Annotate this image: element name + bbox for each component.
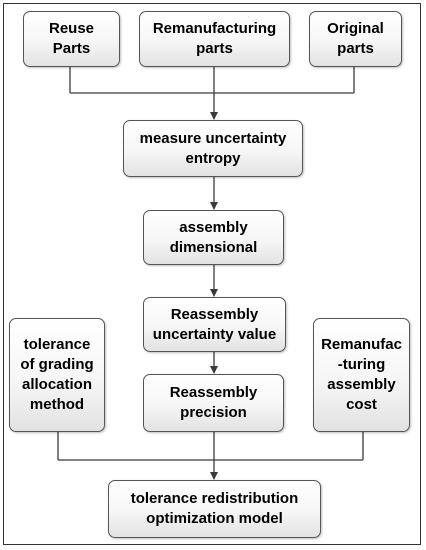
- tolerance-grading-line-2: of grading: [20, 356, 94, 373]
- reassembly-precision-line-1: Reassembly: [169, 384, 258, 401]
- optimization-model-line-1: tolerance redistribution: [130, 490, 299, 507]
- assembly-dimensional-box: assembly dimensional: [143, 210, 284, 265]
- tolerance-grading-line-1: tolerance: [23, 336, 91, 353]
- optimization-model-box: tolerance redistribution optimization mo…: [108, 480, 321, 538]
- remanufacturing-cost-line-3: assembly: [327, 376, 396, 393]
- measure-uncertainty-box: measure uncertainty entropy: [123, 120, 303, 177]
- measure-uncertainty-line-2: entropy: [185, 149, 241, 167]
- reuse-parts-line-2: Parts: [52, 40, 91, 57]
- tolerance-grading-box: tolerance of grading allocation method: [9, 318, 105, 432]
- assembly-dimensional-line-2: dimensional: [169, 238, 258, 256]
- remanufacturing-cost-line-4: cost: [346, 396, 377, 413]
- original-parts-line-2: parts: [337, 40, 374, 57]
- remanufacturing-cost-line-1: Remanufac: [321, 336, 402, 353]
- original-parts-box: Original parts: [309, 11, 402, 67]
- reassembly-uncertainty-line-2: uncertainty value: [152, 325, 277, 343]
- remanufacturing-parts-line-2: parts: [196, 40, 233, 57]
- original-parts-line-1: Original: [327, 20, 384, 37]
- tolerance-grading-line-4: method: [29, 396, 85, 413]
- remanufacturing-parts-line-1: Remanufacturing: [152, 20, 277, 37]
- measure-uncertainty-line-1: measure uncertainty: [139, 129, 287, 147]
- reassembly-precision-line-2: precision: [180, 404, 247, 421]
- remanufacturing-cost-line-2: -turing: [337, 356, 386, 373]
- optimization-model-line-2: optimization model: [146, 510, 283, 527]
- reuse-parts-box: Reuse Parts: [23, 11, 120, 67]
- reuse-parts-line-1: Reuse: [48, 20, 95, 37]
- reassembly-precision-box: Reassembly precision: [143, 374, 284, 432]
- reassembly-uncertainty-box: Reassembly uncertainty value: [143, 297, 286, 352]
- remanufacturing-parts-box: Remanufacturing parts: [139, 11, 290, 67]
- reassembly-uncertainty-line-1: Reassembly: [170, 305, 259, 323]
- assembly-dimensional-line-1: assembly: [179, 218, 248, 236]
- tolerance-grading-line-3: allocation: [21, 376, 92, 393]
- remanufacturing-cost-box: Remanufac -turing assembly cost: [313, 318, 410, 432]
